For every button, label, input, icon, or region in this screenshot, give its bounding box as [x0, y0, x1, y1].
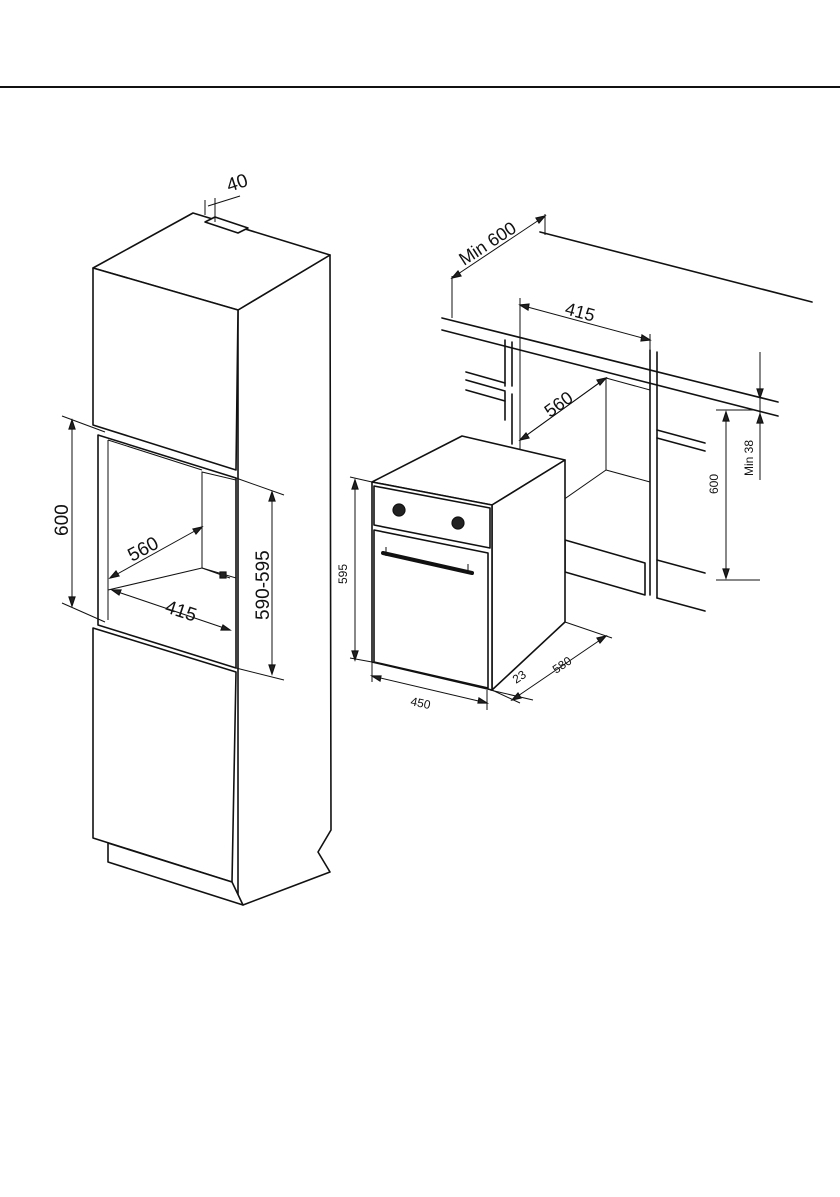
dim-415b-arrow-a [520, 304, 529, 310]
right-panel-rail-2 [657, 438, 705, 451]
dim-580-arrow-a [512, 693, 521, 700]
right-panel-rail-1 [657, 430, 705, 443]
cabinet-side-panel [238, 255, 331, 905]
countertop-bottom-edge [442, 330, 778, 416]
oven-knob-left-icon[interactable] [393, 504, 405, 516]
countertop-back-edge [540, 232, 812, 302]
plinth-lower-edge [657, 598, 705, 611]
dim-595-arrow-top [352, 480, 358, 489]
label-countertop-clearance: Min 38 [742, 440, 756, 476]
plinth-rail [657, 560, 705, 573]
dim-450-arrow-a [372, 676, 381, 681]
oven-knob-right-icon[interactable] [452, 517, 464, 529]
opening-back-right [606, 378, 650, 390]
label-opening-width: 415 [563, 299, 597, 326]
dim-600b-arrow-bottom [723, 569, 729, 578]
tall-cabinet [93, 213, 331, 905]
dim-600-arrow-top [69, 420, 75, 429]
oven [372, 436, 565, 690]
label-oven-height: 595 [336, 564, 350, 584]
label-niche-height: 600 [52, 504, 73, 536]
opening-floor [606, 470, 650, 482]
dim-580-arrow-b [597, 636, 606, 643]
dim-min38-arrow-bottom [757, 414, 763, 423]
cabinet-lower-door [93, 628, 236, 882]
label-top-gap: 40 [224, 170, 251, 197]
label-oven-depth: 580 [550, 654, 575, 677]
dim-min600-arrow-b [536, 216, 545, 223]
dim-595-ext-top [350, 477, 372, 482]
cabinet-niche-bracket [220, 572, 226, 578]
dim-23-line [490, 690, 533, 700]
dim-600-arrow-bottom [69, 597, 75, 606]
label-oven-width: 450 [409, 694, 432, 712]
dim-min600-arrow-a [452, 271, 461, 278]
dim-580-ext-b [565, 622, 612, 638]
dim-600b-arrow-top [723, 412, 729, 421]
label-opening-height: 600 [707, 474, 721, 494]
dim-450-arrow-b [478, 698, 487, 703]
dim-415b-arrow-b [641, 335, 650, 341]
countertop-top-edge [442, 318, 778, 402]
label-niche-opening: 590-595 [253, 550, 274, 620]
under-counter-plinth [565, 540, 645, 595]
left-panel-rail-3 [466, 390, 505, 401]
label-min-depth: Min 600 [455, 218, 520, 270]
dim-595-ext-bottom [350, 658, 372, 662]
dim-40-leader [208, 196, 240, 206]
cabinet-niche-frame [98, 435, 236, 668]
label-opening-depth: 560 [541, 387, 577, 421]
